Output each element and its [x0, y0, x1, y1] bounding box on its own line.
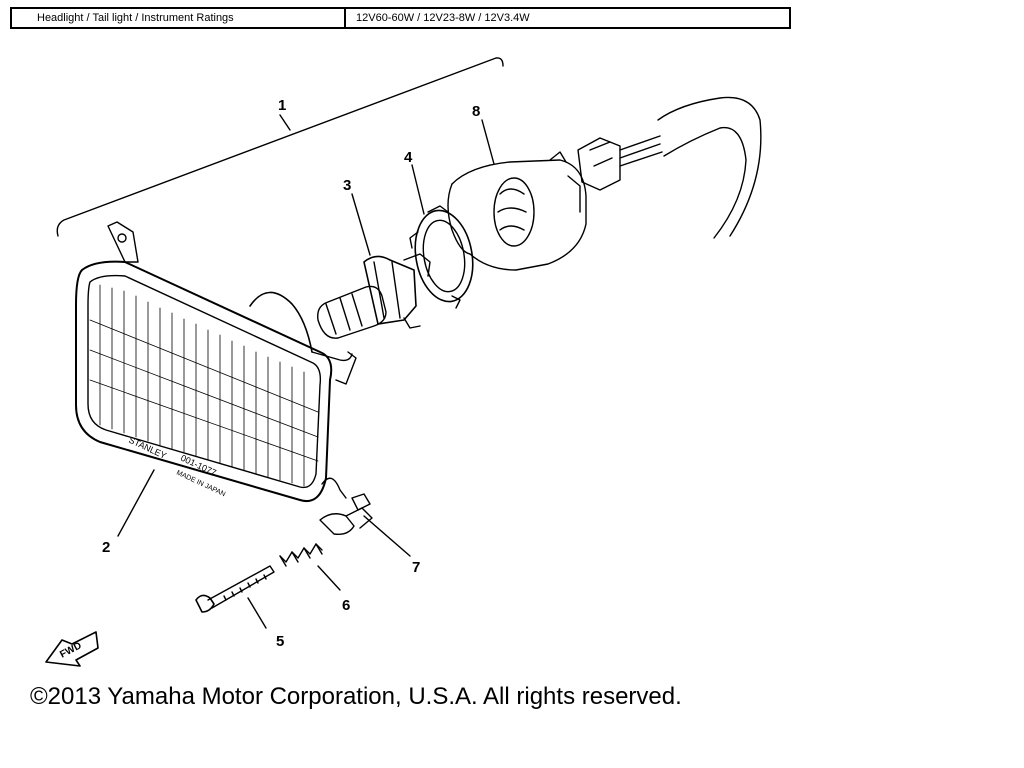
leader-line-1 — [279, 114, 291, 131]
callout-4: 4 — [404, 149, 413, 166]
callout-6: 6 — [342, 597, 350, 614]
callout-8: 8 — [472, 103, 480, 120]
lens-marking: STANLEY 001-1077 MADE IN JAPAN — [127, 435, 226, 499]
spring — [279, 543, 323, 567]
callout-3: 3 — [343, 177, 351, 194]
assembly-bracket — [56, 57, 504, 237]
bulb-retainer-ring — [409, 205, 474, 309]
socket-wiring — [577, 96, 762, 239]
dust-cover — [447, 151, 587, 271]
leader-line-5 — [247, 597, 267, 629]
leader-line-6 — [317, 565, 341, 591]
leader-line-4 — [411, 164, 425, 215]
ratings-value: 12V60-60W / 12V23-8W / 12V3.4W — [356, 12, 530, 24]
ratings-label: Headlight / Tail light / Instrument Rati… — [12, 9, 346, 27]
adjusting-nut — [319, 493, 373, 536]
leader-line-3 — [351, 193, 371, 256]
leader-line-7 — [363, 515, 411, 557]
fwd-arrow-icon: FWD — [45, 631, 99, 667]
leader-line-2 — [117, 469, 155, 537]
copyright-notice: ©2013 Yamaha Motor Corporation, U.S.A. A… — [30, 683, 682, 710]
callout-2: 2 — [102, 539, 110, 556]
leader-line-8 — [481, 119, 495, 165]
ratings-table: Headlight / Tail light / Instrument Rati… — [10, 7, 791, 29]
bulb — [317, 253, 431, 339]
lens-marking-origin: MADE IN JAPAN — [175, 469, 226, 498]
adjusting-screw — [195, 565, 275, 613]
headlight-unit — [75, 221, 357, 502]
headlight-exploded-diagram: STANLEY 001-1077 MADE IN JAPAN 1 2 3 4 5… — [45, 57, 762, 667]
callout-7: 7 — [412, 559, 420, 576]
lens-marking-maker: STANLEY — [127, 435, 168, 461]
callout-5: 5 — [276, 633, 284, 650]
callout-1: 1 — [278, 97, 286, 114]
